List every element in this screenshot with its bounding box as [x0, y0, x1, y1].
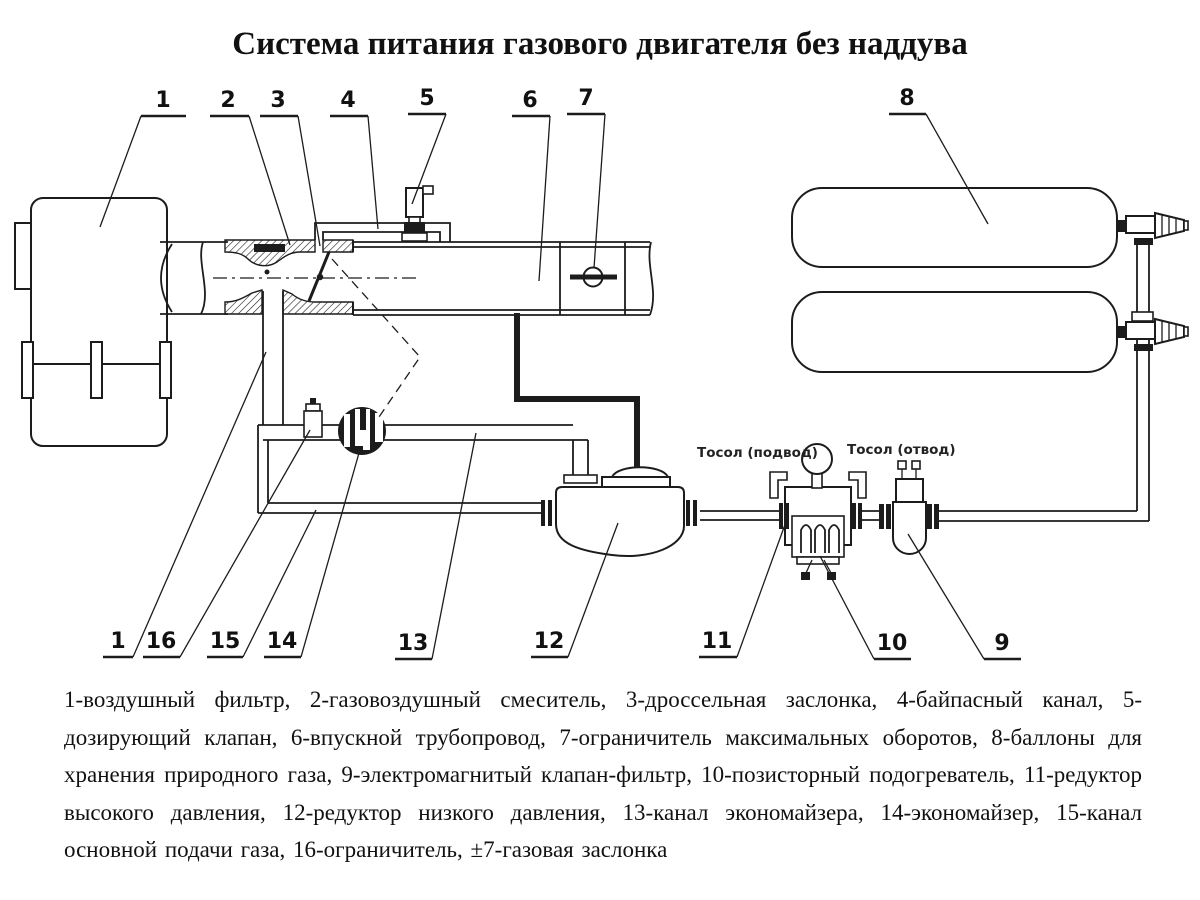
intake-manifold	[353, 241, 654, 316]
callout-8-top: 8	[889, 86, 989, 225]
callout-16-bottom: 16	[143, 429, 311, 659]
flow-limiter-16	[303, 398, 323, 438]
callouts-top: 1 2 3 4 5	[99, 86, 989, 282]
hp-reducer-heater	[769, 443, 867, 580]
callout-11-bottom: 11	[699, 518, 788, 659]
page-title: Система питания газового двигателя без н…	[232, 26, 968, 62]
cylinder-valve-bottom	[1117, 317, 1189, 351]
gas-air-mixer	[213, 239, 418, 315]
callout-6-top: 6	[512, 88, 551, 282]
pipe-heater-valve	[862, 510, 880, 521]
svg-text:3: 3	[270, 88, 285, 113]
callout-4-top: 4	[330, 88, 379, 230]
svg-text:11: 11	[702, 629, 733, 654]
callout-14-bottom: 14	[264, 452, 360, 659]
svg-text:5: 5	[419, 86, 434, 111]
rev-limiter	[570, 266, 617, 288]
solenoid-valve-filter	[879, 460, 939, 555]
gas-cylinders	[791, 187, 1189, 373]
figure-caption: 1-воздушный фильтр, 2-газовоздушный смес…	[64, 687, 1142, 862]
cylinder-valve-top	[1117, 211, 1189, 245]
svg-text:14: 14	[267, 629, 298, 654]
callout-9-bottom: 9	[907, 533, 1021, 661]
hp-pipe	[939, 245, 1150, 522]
callouts-bottom: 1 16 15 14 13	[103, 351, 1021, 661]
callout-12-bottom: 12	[531, 522, 619, 659]
svg-text:7: 7	[578, 86, 593, 111]
coolant-labels: Тосол (подвод) Тосол (отвод)	[697, 442, 956, 461]
bypass-channel	[314, 222, 451, 242]
callout-2-top: 2	[210, 88, 291, 246]
pipe-reducer-heater	[700, 510, 782, 521]
svg-text:1: 1	[110, 629, 125, 654]
inlet-pipe	[160, 241, 228, 315]
callout-3-top: 3	[260, 88, 321, 247]
svg-text:6: 6	[522, 88, 537, 113]
svg-text:16: 16	[146, 629, 177, 654]
coolant-inlet-label: Тосол (подвод)	[697, 445, 818, 461]
dosing-valve	[401, 185, 434, 242]
svg-text:9: 9	[994, 631, 1009, 656]
low-pressure-reducer	[541, 466, 697, 557]
svg-text:4: 4	[340, 88, 355, 113]
callout-10-bottom: 10	[819, 555, 911, 661]
callout-15-bottom: 15	[207, 509, 317, 659]
throttle-linkage	[331, 258, 421, 418]
callout-1-bottom: 1	[103, 351, 267, 659]
svg-text:10: 10	[877, 631, 908, 656]
svg-text:15: 15	[210, 629, 241, 654]
callout-7-top: 7	[567, 86, 606, 269]
callout-13-bottom: 13	[395, 432, 477, 661]
svg-text:8: 8	[899, 86, 914, 111]
svg-text:12: 12	[534, 629, 565, 654]
callout-1-top: 1	[99, 88, 186, 228]
svg-text:2: 2	[220, 88, 235, 113]
svg-text:13: 13	[398, 631, 429, 656]
coolant-outlet-label: Тосол (отвод)	[847, 442, 956, 458]
throttle-plate	[307, 251, 331, 302]
air-filter	[14, 197, 172, 447]
economizer	[338, 407, 386, 455]
svg-text:1: 1	[155, 88, 170, 113]
callout-5-top: 5	[408, 86, 447, 205]
gas-feed-line	[514, 313, 640, 469]
